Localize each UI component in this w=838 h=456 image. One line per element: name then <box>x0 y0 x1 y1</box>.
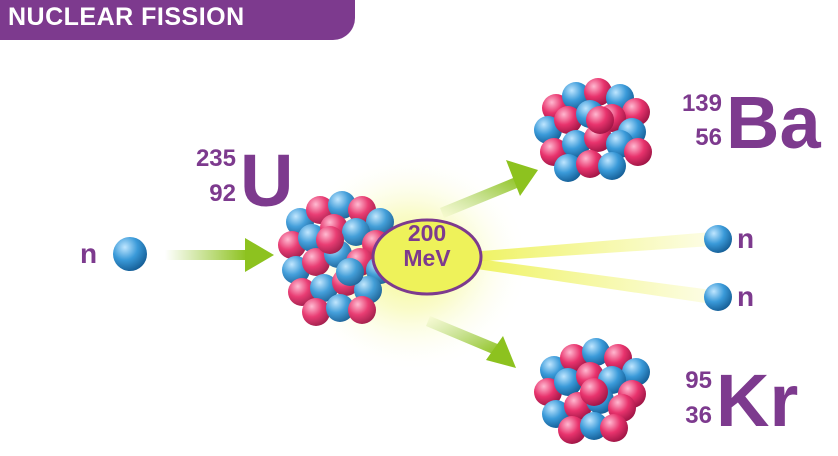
arrow-to-krypton <box>426 316 516 368</box>
barium-mass-number: 139 <box>681 90 722 117</box>
krypton-symbol: Kr <box>716 359 799 442</box>
energy-ellipse <box>371 218 483 296</box>
barium-atomic-number: 56 <box>695 124 722 151</box>
uranium-symbol: U <box>240 139 294 222</box>
arrow-to-barium <box>440 160 538 218</box>
emitted-neutron-label-1: n <box>737 223 755 254</box>
incoming-neutron-ball <box>113 237 147 271</box>
uranium-atomic-number: 92 <box>209 180 236 207</box>
emitted-neutron-ball-2 <box>704 283 732 311</box>
incoming-neutron-label: n <box>80 238 98 269</box>
barium-symbol: Ba <box>726 81 821 164</box>
krypton-atomic-number: 36 <box>685 402 712 429</box>
ray-upper <box>470 232 712 262</box>
energy-value: 200 <box>407 220 447 246</box>
uranium-nucleus <box>278 191 394 326</box>
energy-unit: MeV <box>403 245 451 272</box>
barium-nucleus <box>534 78 652 182</box>
energy-label: 200 MeV <box>373 220 481 272</box>
page-title: NUCLEAR FISSION <box>8 3 245 31</box>
emitted-neutron-label-2: n <box>737 281 755 312</box>
uranium-mass-number: 235 <box>195 145 236 172</box>
emitted-neutron-ball-1 <box>704 225 732 253</box>
incoming-arrow <box>165 238 274 272</box>
krypton-nucleus <box>534 338 650 444</box>
title-banner: NUCLEAR FISSION <box>0 0 355 40</box>
krypton-mass-number: 95 <box>685 367 712 394</box>
ray-lower <box>470 258 712 304</box>
